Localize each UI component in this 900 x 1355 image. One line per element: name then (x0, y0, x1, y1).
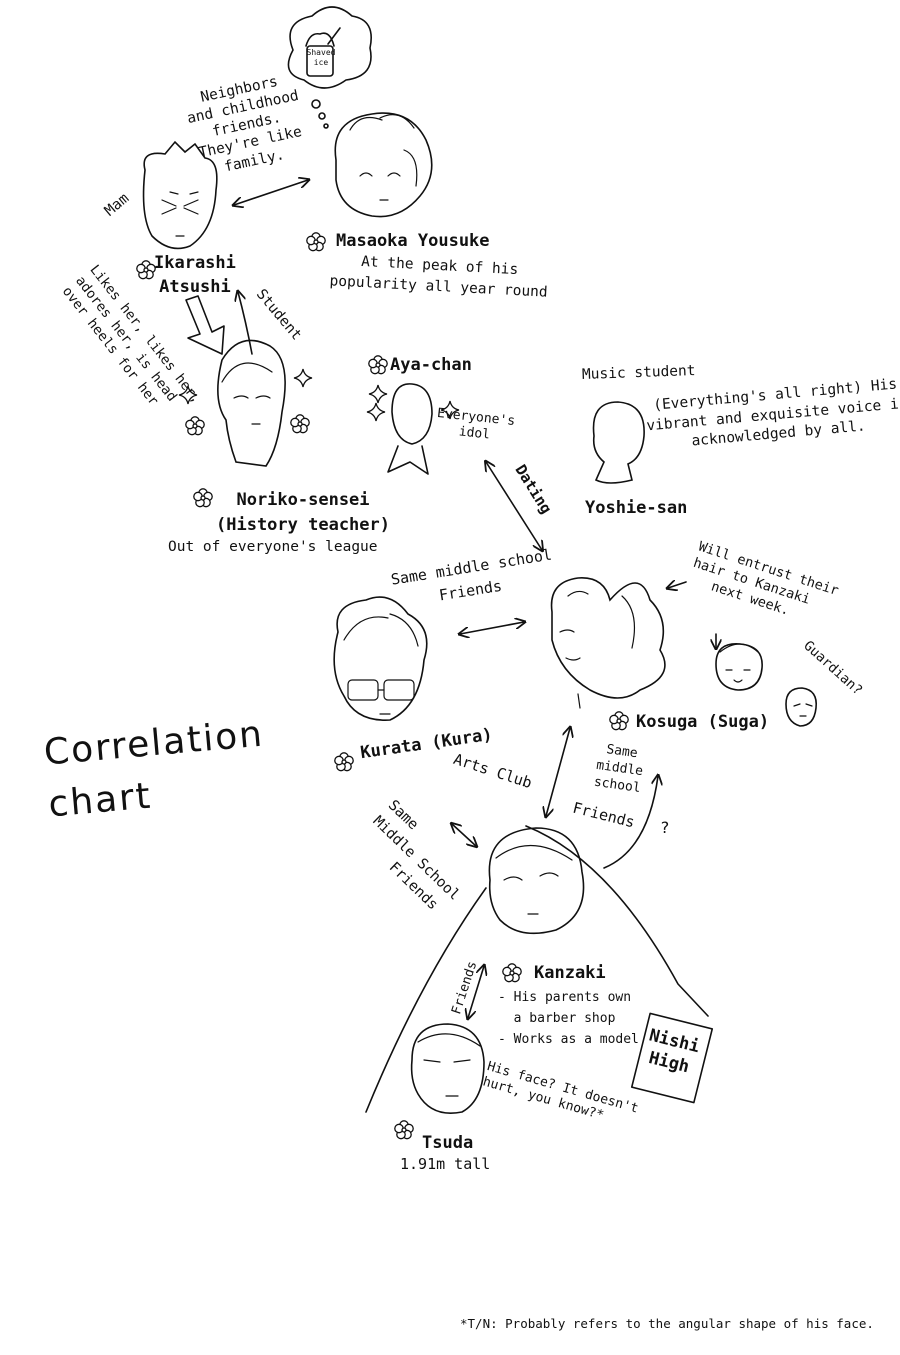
flower-icon (502, 963, 522, 983)
yoshie-portrait (592, 401, 645, 484)
flower-icon (394, 1120, 414, 1140)
tsuda-name: Tsuda (422, 1133, 474, 1153)
masaoka-name: Masaoka Yousuke (336, 231, 490, 251)
ikarashi-name: Ikarashi Atsushi (154, 253, 236, 297)
yoshie-name: Yoshie-san (585, 498, 688, 518)
noriko-desc: Out of everyone's league (168, 539, 378, 555)
flower-icon (334, 752, 354, 772)
flower-icon (185, 416, 205, 436)
kosuga-name: Kosuga (Suga) (636, 712, 770, 732)
flower-icon (136, 260, 156, 280)
same-ms-relation-right: Same middle school (592, 742, 644, 796)
sparkle-icon (366, 402, 386, 422)
question-mark: ? (660, 818, 670, 837)
flower-icon (290, 414, 310, 434)
guardian-portrait (785, 687, 818, 727)
kurata-portrait (333, 596, 428, 721)
child-portrait (715, 643, 763, 691)
flower-icon (609, 711, 629, 731)
masaoka-portrait (334, 112, 433, 218)
aya-name: Aya-chan (390, 355, 472, 375)
ikarashi-portrait (142, 140, 218, 250)
kosuga-portrait (550, 577, 666, 709)
nishi-high-badge (630, 1012, 714, 1104)
sparkle-icon (368, 384, 388, 404)
thought-bubble-icon (287, 6, 372, 129)
footnote: *T/N: Probably refers to the angular sha… (460, 1316, 874, 1331)
tsuda-portrait (410, 1023, 485, 1114)
flower-icon (193, 488, 213, 508)
flower-icon (306, 232, 326, 252)
tsuda-desc: 1.91m tall (400, 1155, 491, 1173)
noriko-name: Noriko-sensei (History teacher) (216, 490, 390, 535)
kanzaki-name: Kanzaki (534, 963, 606, 983)
sparkle-icon (293, 368, 313, 388)
shaved-ice-label: Shaved ice (306, 48, 336, 67)
kanzaki-desc: - His parents own a barber shop - Works … (498, 990, 639, 1047)
noriko-portrait (217, 339, 286, 467)
aya-portrait (387, 383, 433, 475)
flower-icon (368, 355, 388, 375)
chart-title: Correlation chart (42, 713, 266, 826)
kanzaki-portrait (365, 825, 709, 1113)
